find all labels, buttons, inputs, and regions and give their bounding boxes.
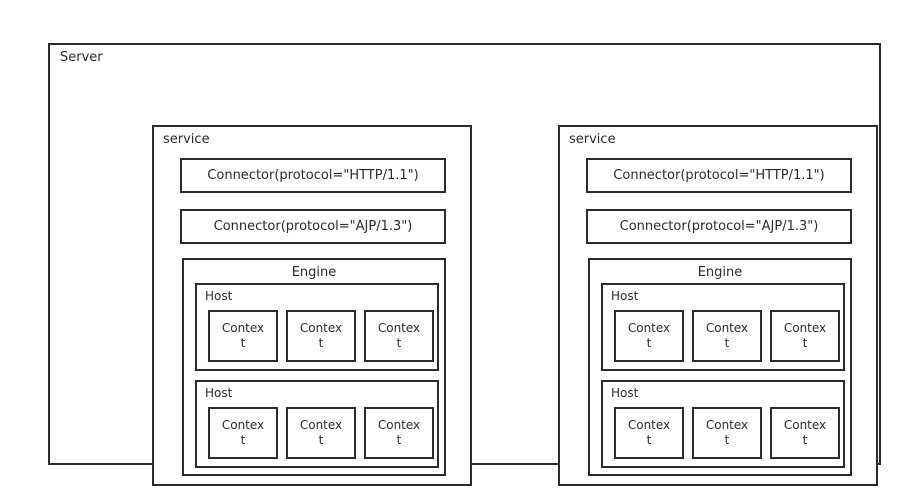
context-box-2-1-3: Context bbox=[770, 310, 840, 362]
connector-ajp-1: Connector(protocol="AJP/1.3") bbox=[180, 209, 446, 244]
context-box-2-2-3: Context bbox=[770, 407, 840, 459]
service-label-2: service bbox=[569, 132, 616, 147]
context-label-1-1-1: Context bbox=[221, 321, 265, 350]
host-container-1-1: Host Context Context Context bbox=[195, 283, 439, 371]
context-label-1-2-3: Context bbox=[377, 418, 421, 447]
context-box-1-2-2: Context bbox=[286, 407, 356, 459]
connector-http-2: Connector(protocol="HTTP/1.1") bbox=[586, 158, 852, 193]
context-box-1-1-1: Context bbox=[208, 310, 278, 362]
context-label-2-1-1: Context bbox=[627, 321, 671, 350]
connector-http-label-2: Connector(protocol="HTTP/1.1") bbox=[613, 168, 825, 183]
engine-label-1: Engine bbox=[291, 265, 337, 280]
context-box-2-1-2: Context bbox=[692, 310, 762, 362]
host-label-1-1: Host bbox=[205, 289, 233, 303]
engine-container-2: Engine Host Context Context Context Host bbox=[588, 258, 852, 476]
context-box-1-2-3: Context bbox=[364, 407, 434, 459]
engine-container-1: Engine Host Context Context Context Host bbox=[182, 258, 446, 476]
context-label-2-2-2: Context bbox=[705, 418, 749, 447]
context-box-2-2-1: Context bbox=[614, 407, 684, 459]
context-label-1-2-2: Context bbox=[299, 418, 343, 447]
service-label-1: service bbox=[163, 132, 210, 147]
host-container-2-2: Host Context Context Context bbox=[601, 380, 845, 468]
context-label-2-1-2: Context bbox=[705, 321, 749, 350]
context-label-2-2-3: Context bbox=[783, 418, 827, 447]
host-label-2-2: Host bbox=[611, 386, 639, 400]
engine-label-2: Engine bbox=[697, 265, 743, 280]
connector-ajp-2: Connector(protocol="AJP/1.3") bbox=[586, 209, 852, 244]
context-box-2-1-1: Context bbox=[614, 310, 684, 362]
host-label-1-2: Host bbox=[205, 386, 233, 400]
host-label-2-1: Host bbox=[611, 289, 639, 303]
context-label-1-2-1: Context bbox=[221, 418, 265, 447]
service-container-2: service Connector(protocol="HTTP/1.1") C… bbox=[558, 125, 878, 486]
context-box-1-1-3: Context bbox=[364, 310, 434, 362]
connector-ajp-label-1: Connector(protocol="AJP/1.3") bbox=[213, 219, 413, 234]
connector-http-label-1: Connector(protocol="HTTP/1.1") bbox=[207, 168, 419, 183]
server-container: Server service Connector(protocol="HTTP/… bbox=[48, 43, 881, 486]
context-box-2-2-2: Context bbox=[692, 407, 762, 459]
context-label-2-1-3: Context bbox=[783, 321, 827, 350]
context-label-1-1-3: Context bbox=[377, 321, 421, 350]
host-container-1-2: Host Context Context Context bbox=[195, 380, 439, 468]
service-container-1: service Connector(protocol="HTTP/1.1") C… bbox=[152, 125, 472, 486]
host-container-2-1: Host Context Context Context bbox=[601, 283, 845, 371]
server-label: Server bbox=[60, 50, 103, 65]
context-box-1-2-1: Context bbox=[208, 407, 278, 459]
context-label-1-1-2: Context bbox=[299, 321, 343, 350]
connector-ajp-label-2: Connector(protocol="AJP/1.3") bbox=[619, 219, 819, 234]
context-box-1-1-2: Context bbox=[286, 310, 356, 362]
connector-http-1: Connector(protocol="HTTP/1.1") bbox=[180, 158, 446, 193]
context-label-2-2-1: Context bbox=[627, 418, 671, 447]
